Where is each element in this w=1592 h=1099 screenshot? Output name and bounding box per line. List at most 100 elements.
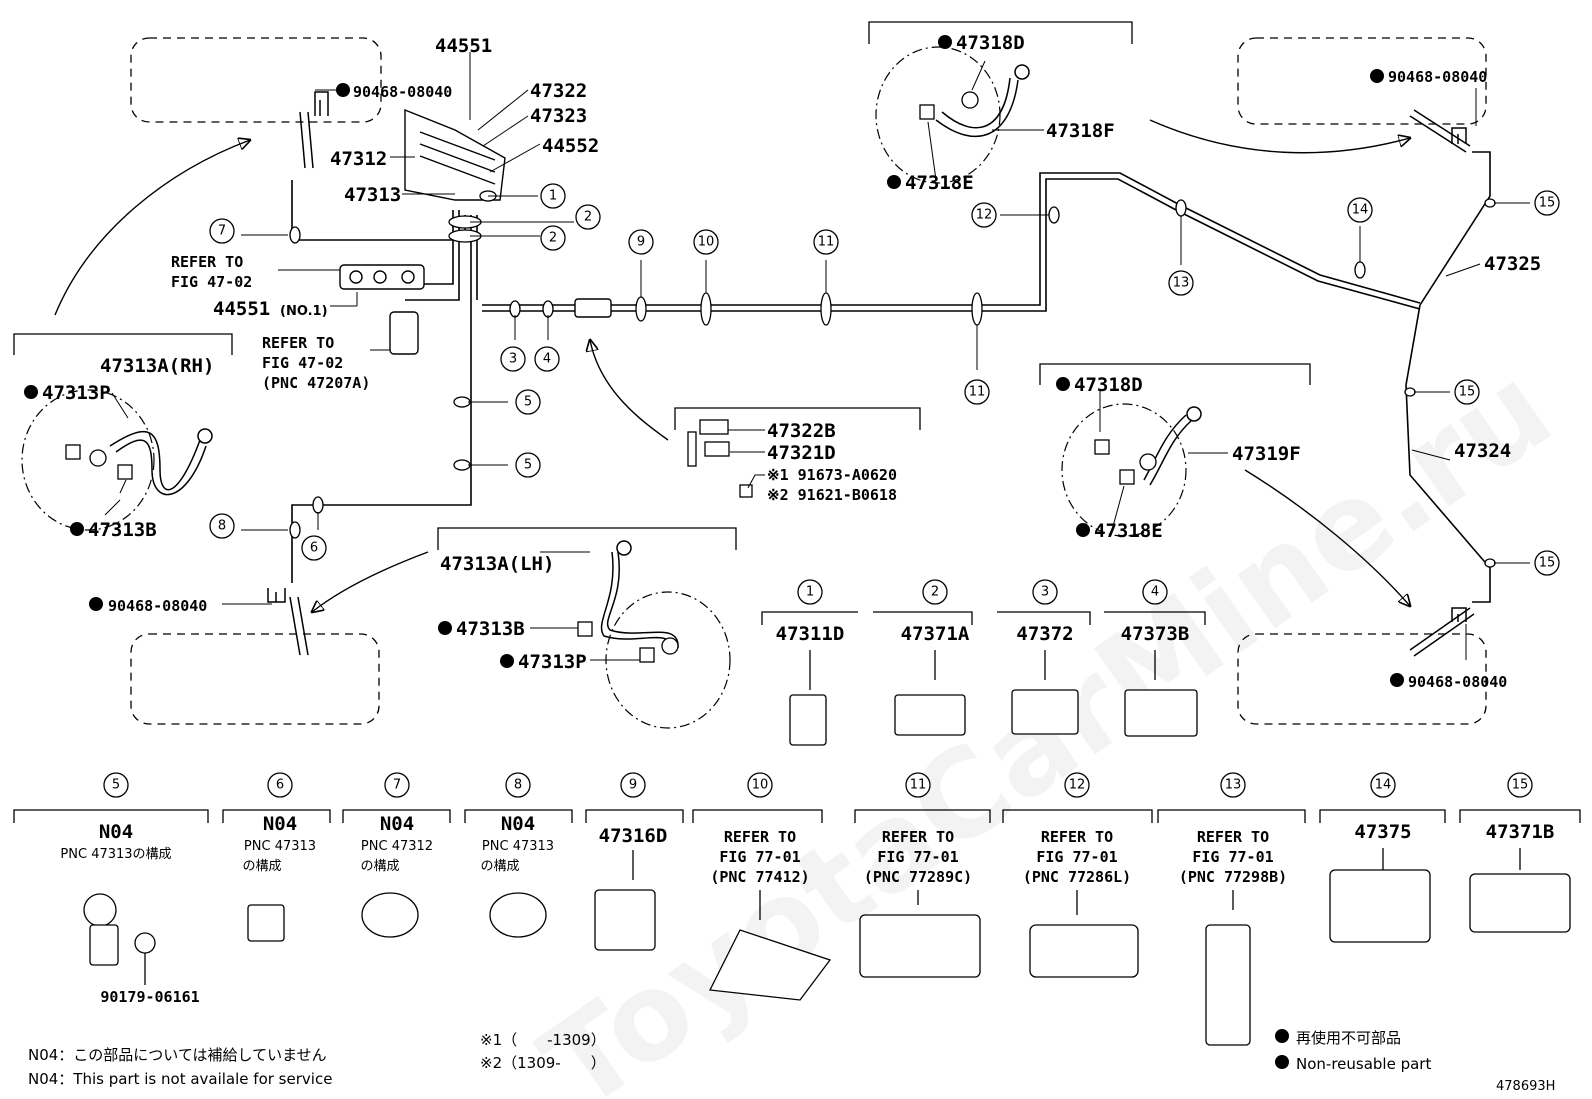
callout-11: 11 [818, 235, 835, 250]
callout-3: 3 [509, 352, 517, 367]
part-47375: 47375 [1354, 821, 1411, 843]
refer-note: REFER TO [724, 828, 796, 846]
part-47318D: 47318D [1074, 374, 1143, 396]
callout-numbers: 1 2 2 3 4 5 5 6 7 8 9 10 11 11 12 13 14 … [112, 189, 1555, 793]
callout-12: 12 [976, 208, 993, 223]
footnote-star2: ※2（1309- ） [480, 1054, 606, 1072]
part-47313P: 47313P [42, 382, 111, 404]
callout-2: 2 [931, 585, 939, 600]
callout-2: 2 [549, 231, 557, 246]
callout-5: 5 [112, 778, 120, 793]
callout-5: 5 [524, 458, 532, 473]
callout-3: 3 [1041, 585, 1049, 600]
callout-circles [103, 183, 1560, 798]
part-47316D: 47316D [599, 825, 668, 847]
part-47311D: 47311D [776, 623, 845, 645]
part-91673: ※1 91673-A0620 [767, 466, 897, 484]
part-44551-no1: 44551 [213, 298, 270, 320]
callout-14: 14 [1375, 778, 1392, 793]
part-47323: 47323 [530, 105, 587, 127]
callout-9: 9 [637, 235, 645, 250]
part-47372: 47372 [1016, 623, 1073, 645]
valve-assembly [339, 108, 612, 355]
callout-9: 9 [629, 778, 637, 793]
part-47313P: 47313P [518, 651, 587, 673]
callout-8: 8 [218, 519, 226, 534]
callout-5: 5 [524, 395, 532, 410]
callout-6: 6 [276, 778, 284, 793]
legend-non-reusable-jp: 再使用不可部品 [1296, 1029, 1401, 1047]
code-n04: N04 [501, 813, 535, 835]
callout-12: 12 [1069, 778, 1086, 793]
wheel-outlines [130, 37, 1487, 725]
callout-14: 14 [1352, 203, 1369, 218]
pnc-note: PNC 47313 [482, 839, 554, 854]
refer-note: (PNC 77289C) [864, 868, 972, 886]
callout-6: 6 [310, 541, 318, 556]
refer-note: FIG 77-01 [1192, 848, 1273, 866]
part-47322: 47322 [530, 80, 587, 102]
refer-fig-47-02: REFER TO [171, 253, 243, 271]
non-reusable-bullets [24, 35, 1404, 1069]
callout-15: 15 [1459, 385, 1476, 400]
part-90179: 90179-06161 [100, 988, 199, 1006]
footnote-star1: ※1（ -1309） [480, 1031, 606, 1049]
callout-4: 4 [1151, 585, 1159, 600]
part-44551-no1-suffix: (NO.1) [280, 304, 328, 319]
part-47321D: 47321D [767, 442, 836, 464]
footnote-n04-jp: N04：この部品については補給していません [28, 1046, 327, 1064]
leader-lines [104, 52, 1530, 661]
callout-15: 15 [1539, 556, 1556, 571]
callout-8: 8 [514, 778, 522, 793]
part-47322B: 47322B [767, 420, 836, 442]
part-44552: 44552 [542, 135, 599, 157]
group-brackets [13, 21, 1581, 823]
part-47312: 47312 [330, 148, 387, 170]
diagram-id: 478693H [1496, 1079, 1555, 1094]
callout-11: 11 [969, 385, 986, 400]
pnc-note: の構成 [480, 859, 519, 874]
part-47319F: 47319F [1232, 443, 1301, 465]
detail-row1-labels: 47311D 47371A 47372 47373B [776, 623, 1190, 645]
refer-note: REFER TO [882, 828, 954, 846]
code-n04: N04 [99, 821, 133, 843]
pnc-note: PNC 47313 [244, 839, 316, 854]
brake-lines [291, 151, 1491, 603]
mount-circles [21, 46, 1187, 729]
pnc-note: の構成 [242, 859, 281, 874]
wheel-pipes [267, 91, 1475, 657]
refer-note: (PNC 77286L) [1023, 868, 1131, 886]
refer-note: (PNC 77298B) [1179, 868, 1287, 886]
refer-fig-47-02: FIG 47-02 [171, 273, 252, 291]
part-90468: 90468-08040 [1388, 68, 1487, 86]
part-47325: 47325 [1484, 253, 1541, 275]
detail-row2-labels: N04 PNC 47313 の構成 N04 PNC 47313 の構成 N04 P… [60, 813, 1554, 1006]
part-47313B: 47313B [88, 519, 157, 541]
refer-fig-47-02-b: REFER TO [262, 334, 334, 352]
callout-13: 13 [1225, 778, 1242, 793]
part-47373B: 47373B [1121, 623, 1190, 645]
part-90468: 90468-08040 [353, 83, 452, 101]
legend-non-reusable-en: Non-reusable part [1296, 1055, 1431, 1073]
callout-11: 11 [910, 778, 927, 793]
part-91621: ※2 91621-B0618 [767, 486, 897, 504]
callout-15: 15 [1512, 778, 1529, 793]
part-labels: 44551 90468-08040 47322 47323 47312 4455… [42, 32, 1541, 691]
refer-fig-47-02-b: FIG 47-02 [262, 354, 343, 372]
pnc-note: PNC 47312 [361, 839, 433, 854]
callout-15: 15 [1539, 196, 1556, 211]
callout-7: 7 [218, 224, 226, 239]
part-47371B: 47371B [1486, 821, 1555, 843]
callout-4: 4 [543, 352, 551, 367]
bolts [65, 91, 1157, 663]
refer-note: FIG 77-01 [877, 848, 958, 866]
part-47313A-LH: 47313A(LH) [440, 553, 554, 575]
refer-fig-47-02-b: (PNC 47207A) [262, 374, 370, 392]
callout-13: 13 [1173, 276, 1190, 291]
callout-1: 1 [806, 585, 814, 600]
detail-row2-sketches [83, 848, 1571, 1046]
part-47313: 47313 [344, 184, 401, 206]
code-n04: N04 [263, 813, 297, 835]
